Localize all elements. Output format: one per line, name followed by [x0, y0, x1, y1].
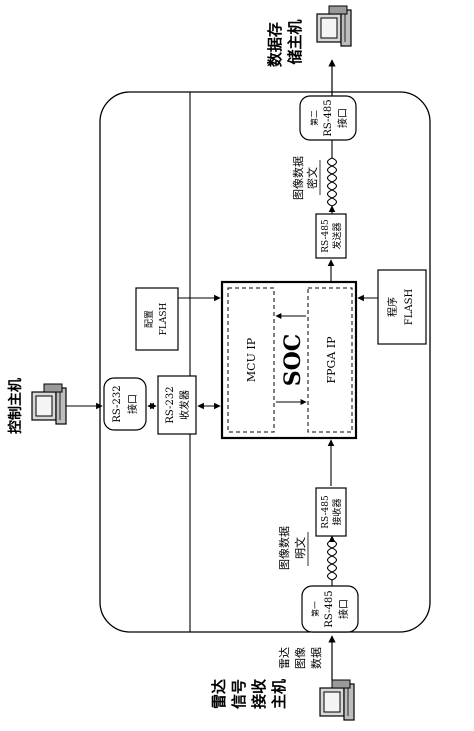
rs232-port-block: RS-232 接口 — [103, 377, 147, 431]
data-storage-host-label-1: 数据存 — [266, 22, 284, 67]
config-flash-line2: FLASH — [159, 302, 169, 335]
rs485-transmitter-line1: RS-485 — [321, 219, 331, 253]
control-host-label: 控制主机 — [7, 378, 24, 434]
control-host-computer-icon — [31, 383, 67, 425]
rs485-port-1-line2: RS-485 — [324, 590, 335, 627]
rs232-transceiver-line1: RS-232 — [165, 386, 176, 423]
rs485-receiver-line2: 接收器 — [331, 498, 343, 525]
fpga-ip-label: FPGA IP — [325, 336, 338, 384]
rs485-receiver-line1: RS-485 — [321, 495, 331, 529]
rs485-port-2-line2: RS-485 — [323, 99, 334, 136]
rs485-port-1-line3: 接口 — [337, 599, 350, 619]
mcu-ip-label: MCU IP — [245, 337, 258, 382]
radar-receiver-host-label-1: 雷达 — [210, 679, 228, 709]
rs485-transmitter-block: RS-485 发送器 — [315, 213, 347, 259]
soc-title: SOC — [280, 334, 306, 387]
radar-receiver-host-label-2: 信号 — [230, 679, 248, 709]
radar-image-data-label-2: 图像 — [294, 647, 307, 669]
rs485-receiver-block: RS-485 接收器 — [315, 487, 347, 537]
soc-block: MCU IP SOC FPGA IP — [220, 280, 358, 440]
radar-receiver-host-label-3: 接收 — [250, 679, 268, 709]
rs485-port-1-line1: 第一 — [310, 601, 320, 617]
data-storage-host-label-2: 储主机 — [286, 19, 304, 64]
svg-text:数据存 储主机: 数据存 储主机 — [266, 17, 304, 67]
rs485-port-1-block: 第一 RS-485 接口 — [301, 585, 359, 633]
mcu-ip-region — [227, 287, 275, 433]
config-flash-line1: 配置 — [144, 310, 155, 328]
rs232-port-line1: RS-232 — [112, 385, 123, 422]
radar-receiver-host-label-4: 主机 — [270, 679, 288, 709]
fpga-ip-region — [307, 287, 353, 433]
image-data-plaintext-label-1: 图像数据 — [277, 526, 291, 570]
program-flash-line1: 程序 — [386, 297, 399, 317]
image-data-ciphertext-label-1: 图像数据 — [291, 156, 305, 200]
image-data-plaintext-label-2: 明文 — [293, 537, 307, 559]
main-board-frame — [99, 91, 431, 633]
radar-image-data-label-3: 数据 — [309, 647, 323, 669]
rs485-port-2-block: 第二 RS-485 接口 — [299, 95, 357, 141]
cable-coil-upper — [326, 140, 338, 214]
image-data-ciphertext-label-2: 密文 — [305, 167, 319, 189]
rs485-port-2-line1: 第二 — [309, 110, 319, 126]
program-flash-block: 程序 FLASH — [377, 269, 427, 345]
config-flash-block: 配置 FLASH — [135, 287, 179, 351]
rs232-port-line2: 接口 — [126, 394, 139, 414]
rs232-transceiver-block: RS-232 收发器 — [157, 375, 197, 435]
rs485-port-2-line3: 接口 — [336, 108, 349, 128]
rs232-transceiver-line2: 收发器 — [178, 390, 191, 420]
rs485-transmitter-line2: 发送器 — [331, 222, 343, 249]
radar-receiver-host-computer-icon — [319, 679, 355, 721]
data-storage-host-computer-icon — [316, 5, 352, 47]
cable-coil-lower — [326, 535, 338, 586]
program-flash-line2: FLASH — [404, 289, 415, 326]
radar-image-data-label-1: 雷达 — [278, 647, 291, 669]
